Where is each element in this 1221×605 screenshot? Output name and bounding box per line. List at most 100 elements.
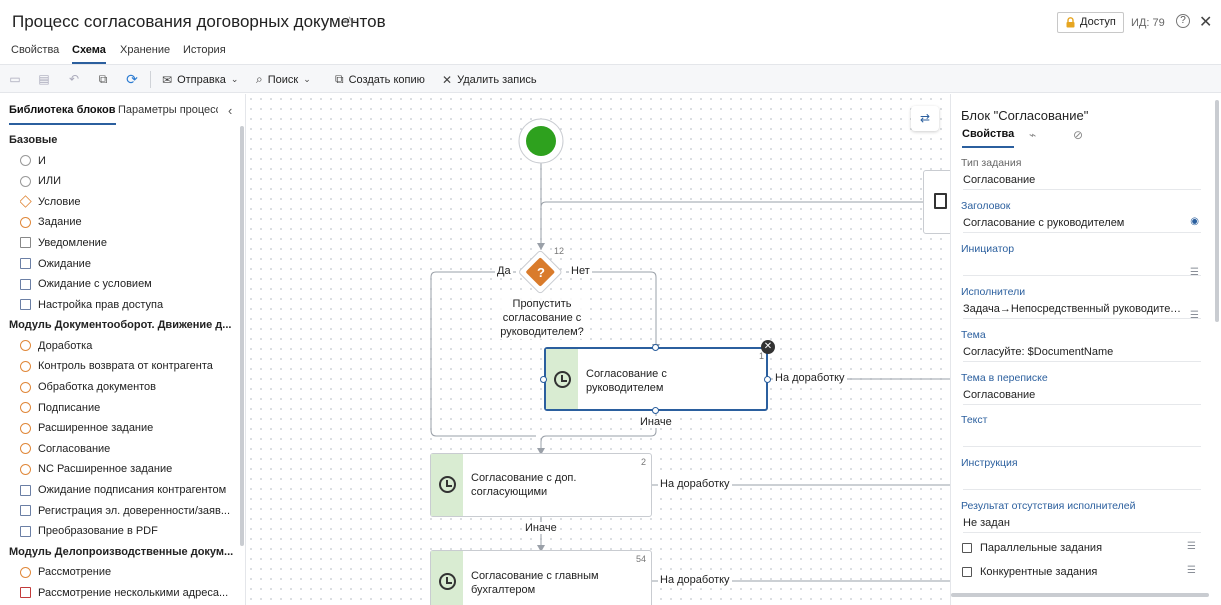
save-icon[interactable]: ▭ — [9, 72, 21, 86]
library-item[interactable]: Условие — [20, 194, 230, 210]
left-scrollbar[interactable] — [240, 126, 244, 546]
library-item[interactable]: Расширенное задание — [20, 420, 230, 436]
library-item[interactable]: Ожидание — [20, 256, 230, 272]
library-item[interactable]: Преобразование в PDF — [20, 523, 230, 539]
library-item[interactable]: Согласование — [20, 441, 230, 457]
connection-port[interactable] — [652, 407, 659, 414]
field-value[interactable]: Согласование — [963, 172, 1201, 190]
library-item-label: Рассмотрение несколькими адреса... — [38, 586, 229, 599]
properties-panel-title: Блок "Согласование" — [961, 108, 1089, 123]
send-button[interactable]: ✉ Отправка ⌄ — [162, 72, 238, 87]
copy-doc-icon[interactable]: ⧉ — [98, 72, 108, 86]
tab-properties[interactable]: Свойства — [11, 44, 60, 56]
toolbar: ▭ ▤ ↶ ⧉ ⟳ ✉ Отправка ⌄ ⌕ Поиск ⌄ ⧉ Созда… — [0, 64, 1221, 93]
library-item[interactable]: Рассмотрение несколькими адреса... — [20, 585, 230, 601]
search-button[interactable]: ⌕ Поиск ⌄ — [256, 72, 311, 87]
field-label[interactable]: Инструкция — [961, 457, 1018, 469]
field-value[interactable] — [963, 429, 1201, 447]
save-close-icon[interactable]: ▤ — [38, 72, 50, 86]
library-item[interactable]: ИЛИ — [20, 173, 230, 189]
library-item[interactable]: Задание — [20, 214, 230, 230]
settings-sliders-icon[interactable]: ☰ — [1190, 267, 1199, 278]
connection-port[interactable] — [652, 344, 659, 351]
library-item[interactable]: Доработка — [20, 338, 230, 354]
field-label[interactable]: Результат отсутствия исполнителей — [961, 500, 1136, 512]
tab-block-library[interactable]: Библиотека блоков — [9, 104, 116, 125]
field-value[interactable]: Согласование — [963, 387, 1201, 405]
library-item[interactable]: Регистрация эл. доверенности/заяв... — [20, 503, 230, 519]
library-item[interactable]: Обработка документов — [20, 379, 230, 395]
library-item[interactable]: Уведомление — [20, 235, 230, 251]
library-group-title[interactable]: Модуль Документооборот. Движение д... — [9, 319, 232, 332]
library-item[interactable]: Рассмотрение — [20, 564, 230, 580]
start-event-icon — [526, 126, 556, 156]
node-number: 1 — [758, 351, 764, 361]
field-label[interactable]: Тема — [961, 329, 986, 341]
field-label[interactable]: Инициатор — [961, 243, 1015, 255]
field-label[interactable]: Текст — [961, 414, 988, 426]
delete-record-button[interactable]: ✕ Удалить запись — [442, 72, 537, 87]
auto-layout-icon[interactable]: ⇄ — [911, 106, 939, 131]
library-group-title[interactable]: Базовые — [9, 134, 58, 146]
library-item-label: Доработка — [38, 339, 93, 352]
library-item[interactable]: Ожидание подписания контрагентом — [20, 482, 230, 498]
settings-sliders-icon[interactable]: ☰ — [1190, 310, 1199, 321]
field-value[interactable] — [963, 258, 1201, 276]
approval-node-additional[interactable]: Согласование с доп. согласующими 2 — [430, 453, 652, 517]
attachment-tab-icon[interactable]: ⊘ — [1073, 128, 1084, 142]
task-icon — [20, 443, 31, 455]
undo-icon[interactable]: ↶ — [68, 72, 80, 86]
access-button[interactable]: Доступ — [1057, 12, 1124, 33]
node2-rework-label: На доработку — [658, 478, 732, 490]
collapse-panel-icon[interactable]: ‹ — [228, 103, 233, 118]
right-horizontal-scrollbar[interactable] — [951, 593, 1209, 597]
delete-node-icon[interactable]: ✕ — [761, 340, 775, 354]
schema-canvas[interactable]: ? 12 Да Нет Пропустить согласование с ру… — [246, 94, 950, 605]
tab-history[interactable]: История — [183, 44, 226, 56]
field-value[interactable]: Согласуйте: $DocumentName — [963, 344, 1201, 362]
wait-icon — [20, 258, 31, 269]
field-value[interactable] — [963, 472, 1201, 490]
field-value[interactable]: Задача→Непосредственный руководитель ... — [963, 301, 1201, 319]
field-value[interactable]: Согласование с руководителем — [963, 215, 1201, 233]
task-icon — [20, 463, 31, 475]
left-panel-tabs: Библиотека блоков Параметры процесса ‹ — [0, 94, 245, 125]
library-item[interactable]: И — [20, 153, 230, 169]
notification-node[interactable] — [923, 170, 950, 234]
library-group-title[interactable]: Модуль Делопроизводственные докум... — [9, 545, 234, 558]
right-scrollbar[interactable] — [1215, 100, 1219, 322]
document-icon — [934, 193, 947, 209]
tab-block-properties[interactable]: Свойства — [962, 128, 1015, 148]
approval-node-manager[interactable]: Согласование с руководителем 1 — [544, 347, 768, 411]
field-value[interactable]: Не задан — [963, 515, 1201, 533]
field-label: Тип задания — [961, 157, 1022, 169]
approval-node-chief-accountant[interactable]: Согласование с главным бухгалтером 54 — [430, 550, 652, 605]
library-item[interactable]: Ожидание с условием — [20, 276, 230, 292]
tab-storage[interactable]: Хранение — [120, 44, 171, 56]
node-label: Согласование с доп. согласующими — [471, 472, 577, 498]
parallel-tasks-checkbox[interactable] — [962, 543, 972, 553]
connection-port[interactable] — [540, 376, 547, 383]
close-icon[interactable]: ✕ — [1199, 14, 1213, 31]
settings-sliders-icon[interactable]: ☰ — [1187, 565, 1196, 576]
create-copy-button[interactable]: ⧉ Создать копию — [335, 72, 425, 87]
connection-port[interactable] — [764, 376, 771, 383]
task-icon — [20, 360, 31, 372]
field-label[interactable]: Заголовок — [961, 200, 1011, 212]
library-item[interactable]: NC Расширенное задание — [20, 461, 230, 477]
library-item[interactable]: Контроль возврата от контрагента — [20, 358, 230, 374]
tab-schema[interactable]: Схема — [72, 44, 106, 64]
view-icon[interactable]: ◉ — [1190, 216, 1199, 227]
settings-sliders-icon[interactable]: ☰ — [1187, 541, 1196, 552]
and-icon — [20, 155, 31, 166]
field-label[interactable]: Тема в переписке — [961, 372, 1048, 384]
events-tab-icon[interactable]: ⌁ — [1029, 128, 1037, 142]
favorite-star-icon[interactable]: ☆ — [343, 14, 357, 31]
concurrent-tasks-checkbox[interactable] — [962, 567, 972, 577]
library-item[interactable]: Подписание — [20, 400, 230, 416]
field-label[interactable]: Исполнители — [961, 286, 1026, 298]
tab-process-params[interactable]: Параметры процесса — [118, 104, 218, 116]
help-icon[interactable]: ? — [1176, 14, 1190, 28]
library-item[interactable]: Настройка прав доступа — [20, 297, 230, 313]
refresh-icon[interactable]: ⟳ — [126, 71, 138, 87]
